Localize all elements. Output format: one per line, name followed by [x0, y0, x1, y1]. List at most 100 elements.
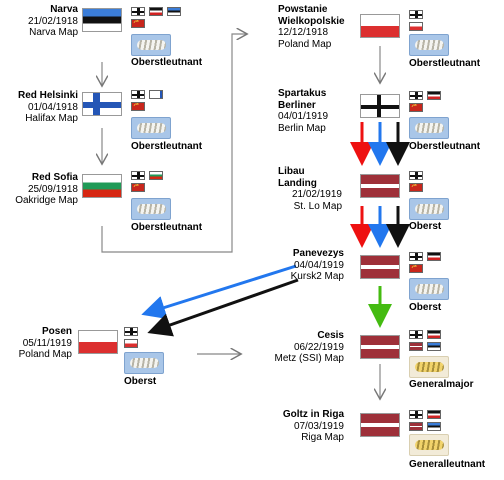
powstanie-title-1: Powstanie [278, 4, 328, 15]
goltz-map: Riga Map [301, 432, 344, 443]
goltz-title: Goltz in Riga [282, 409, 344, 420]
panevezys-date: 04/04/1919 [293, 259, 344, 271]
spartakus-date: 04/01/1919 [278, 111, 329, 122]
cesis-title: Cesis [317, 330, 344, 341]
helsinki-label: Red Helsinki 01/04/1918 Halifax Map [4, 90, 78, 125]
spartakus-label: Spartakus Berliner 04/01/1919 Berlin Map [278, 88, 328, 134]
posen-title: Posen [41, 326, 72, 337]
soviet-flag-icon [131, 183, 145, 192]
poland-flag [360, 14, 400, 38]
iron-cross-icon [409, 91, 423, 100]
soviet-flag-icon [131, 19, 145, 28]
helsinki-map: Halifax Map [25, 113, 78, 124]
poland-flag-icon [124, 339, 138, 348]
narva-map: Narva Map [29, 27, 78, 38]
soviet-flag-icon [409, 183, 423, 192]
iron-cross-icon [131, 7, 145, 16]
rank-insignia [131, 198, 171, 220]
soviet-flag-icon [409, 264, 423, 273]
latvia-flag-icon [409, 342, 423, 351]
cesis-rank: Generalmajor [409, 379, 474, 390]
iron-cross-icon [409, 10, 423, 19]
goltz-rank: Generalleutnant [409, 459, 486, 470]
powstanie-rank: Oberstleutnant [409, 58, 481, 69]
rank-insignia [409, 198, 449, 220]
cesis-date: 06/22/1919 [293, 341, 344, 353]
libau-details: 21/02/1919 St. Lo Map [278, 189, 342, 212]
helsinki-title: Red Helsinki [17, 90, 78, 101]
goltz-date: 07/03/1919 [293, 420, 344, 432]
posen-label: Posen 05/11/1919 Poland Map [2, 326, 72, 361]
spartakus-rank: Oberstleutnant [409, 141, 481, 152]
estonia-flag-icon [167, 7, 181, 16]
narva-date: 21/02/1918 [27, 15, 78, 27]
iron-cross-icon [124, 327, 138, 336]
panevezys-label: Panevezys 04/04/1919 Kursk2 Map [274, 248, 344, 283]
bulgaria-flag-icon [149, 171, 163, 180]
goltz-label: Goltz in Riga 07/03/1919 Riga Map [262, 409, 344, 444]
rank-insignia [124, 352, 164, 374]
posen-date: 05/11/1919 [22, 337, 72, 349]
sofia-label: Red Sofia 25/09/1918 Oakridge Map [4, 172, 78, 207]
powstanie-label: Powstanie Wielkopolskie 12/12/1918 Polan… [278, 4, 345, 50]
narva-label: Narva 21/02/1918 Narva Map [16, 4, 78, 39]
rank-insignia [409, 434, 449, 456]
helsinki-rank: Oberstleutnant [131, 141, 203, 152]
posen-map: Poland Map [18, 349, 72, 360]
latvia-flag-icon [409, 422, 423, 431]
finland-flag [82, 92, 122, 116]
german-flag-icon [427, 410, 441, 419]
libau-label: Libau Landing [278, 166, 342, 189]
sofia-title: Red Sofia [31, 172, 78, 183]
spartakus-map: Berlin Map [278, 122, 326, 134]
german-flag-icon [427, 91, 441, 100]
narva-rank: Oberstleutnant [131, 57, 203, 68]
cesis-map: Metz (SSI) Map [274, 353, 344, 364]
posen-rank: Oberst [124, 376, 157, 387]
narva-title: Narva [50, 4, 78, 15]
iron-cross-icon [131, 171, 145, 180]
powstanie-map: Poland Map [278, 38, 332, 50]
libau-map: St. Lo Map [293, 200, 342, 212]
finland-flag-icon [149, 90, 163, 99]
rank-insignia [409, 34, 449, 56]
latvia-flag [360, 255, 400, 279]
war-ensign-flag [360, 94, 400, 118]
rank-insignia [409, 278, 449, 300]
spartakus-title-1: Spartakus [278, 88, 327, 99]
sofia-map: Oakridge Map [15, 195, 78, 206]
rank-insignia [409, 117, 449, 139]
iron-cross-icon [409, 410, 423, 419]
soviet-flag-icon [131, 102, 145, 111]
latvia-flag [360, 413, 400, 437]
soviet-flag-icon [409, 103, 423, 112]
arrow-black-posen [147, 278, 299, 337]
rank-insignia [131, 34, 171, 56]
estonia-flag-icon [427, 422, 441, 431]
iron-cross-icon [409, 252, 423, 261]
latvia-flag [360, 174, 400, 198]
libau-rank: Oberst [409, 221, 442, 232]
poland-flag-icon [409, 22, 423, 31]
poland-flag [78, 330, 118, 354]
panevezys-rank: Oberst [409, 302, 442, 313]
powstanie-title-2: Wielkopolskie [278, 15, 345, 27]
libau-date: 21/02/1919 [291, 189, 342, 200]
iron-cross-icon [409, 330, 423, 339]
bulgaria-flag [82, 174, 122, 198]
cesis-label: Cesis 06/22/1919 Metz (SSI) Map [270, 330, 344, 365]
powstanie-date: 12/12/1918 [278, 27, 329, 38]
rank-insignia [131, 117, 171, 139]
latvia-flag [360, 335, 400, 359]
sofia-date: 25/09/1918 [27, 183, 78, 195]
spartakus-title-2: Berliner [278, 99, 316, 111]
panevezys-map: Kursk2 Map [290, 271, 344, 282]
sofia-rank: Oberstleutnant [131, 222, 203, 233]
german-flag-icon [149, 7, 163, 16]
iron-cross-icon [409, 171, 423, 180]
arrow-sofia-powstanie [101, 34, 246, 253]
libau-title-1: Libau [278, 166, 305, 177]
rank-insignia [409, 356, 449, 378]
arrow-blue-posen [141, 264, 297, 320]
